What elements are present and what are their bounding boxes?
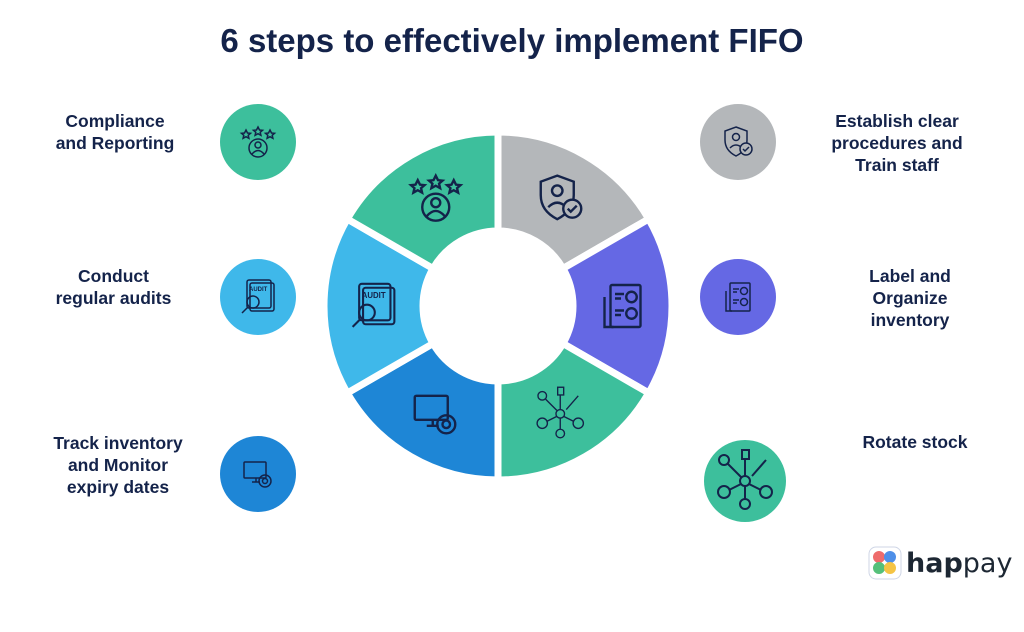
svg-text:AUDIT: AUDIT <box>362 291 386 300</box>
svg-text:AUDIT: AUDIT <box>249 287 268 293</box>
donut-segment-4 <box>342 338 502 484</box>
page-title: 6 steps to effectively implement FIFO <box>220 22 804 59</box>
donut-segment-2 <box>558 214 676 398</box>
network-process-icon <box>717 449 773 510</box>
monitor-gear-icon <box>413 394 457 435</box>
audit-magnifier-icon: AUDIT <box>351 282 396 328</box>
donut-segment-3 <box>494 338 654 484</box>
donut-segment-6 <box>342 128 502 274</box>
shield-person-check-icon <box>724 126 753 157</box>
bubble-compliance <box>220 104 296 180</box>
checklist-document-icon <box>725 282 751 312</box>
bubble-track <box>220 436 296 512</box>
happay-logo-icon <box>868 546 902 580</box>
bubble-rotate-stock <box>704 440 786 522</box>
bubble-organize <box>700 259 776 335</box>
network-process-icon <box>536 386 585 439</box>
shield-person-check-icon <box>539 174 583 221</box>
logo-text-bold: hap <box>906 547 963 579</box>
stars-user-icon <box>408 172 464 222</box>
label-rotate-stock: Rotate stock <box>862 432 968 452</box>
logo-text-rest: pay <box>962 547 1013 579</box>
monitor-gear-icon <box>243 461 272 488</box>
bubble-audits: AUDIT <box>220 259 296 335</box>
audit-magnifier-icon: AUDIT <box>241 279 275 314</box>
steps-donut: AUDIT <box>320 128 676 484</box>
stars-user-icon <box>239 125 277 158</box>
bubble-procedures <box>700 104 776 180</box>
checklist-document-icon <box>603 283 642 329</box>
donut-segment-5 <box>320 214 438 398</box>
happay-logo: happay <box>868 546 1012 580</box>
